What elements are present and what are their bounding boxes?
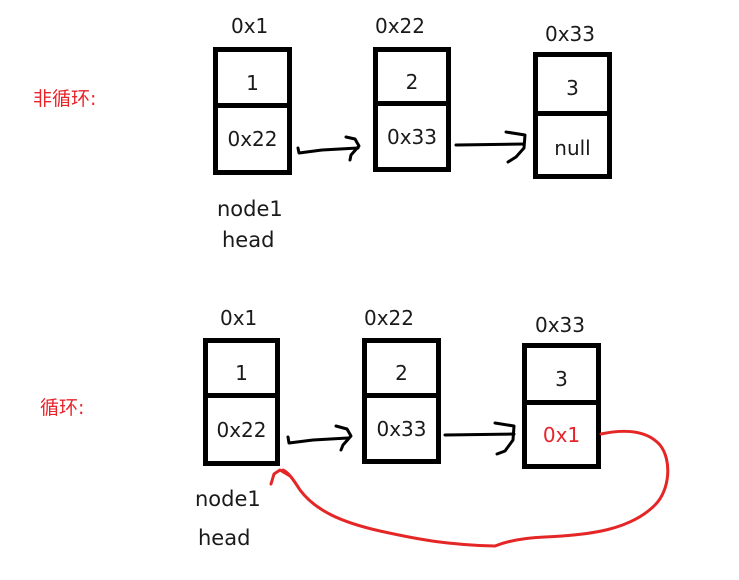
arrow-node1-to-node2 (286, 424, 353, 452)
list-node: 1 0x22 (213, 47, 292, 175)
node-value: 3 (566, 76, 579, 100)
node-value: 1 (246, 70, 259, 95)
arrow-node2-to-node3 (443, 421, 516, 456)
head-label: head (222, 228, 275, 252)
node-next-pointer: null (538, 111, 607, 174)
list-node: 2 0x33 (373, 47, 451, 172)
node-address-label: 0x33 (535, 313, 586, 337)
circular-link-arrow (269, 429, 670, 548)
arrow-node1-to-node2 (296, 135, 361, 162)
node-address-label: 0x1 (220, 306, 258, 330)
head-label: head (198, 526, 251, 550)
list-node: 1 0x22 (203, 338, 280, 466)
node-value: 3 (555, 367, 568, 391)
node-next-pointer: 0x33 (378, 101, 446, 167)
node-next-pointer: 0x22 (208, 393, 275, 461)
node1-label: node1 (217, 197, 283, 221)
node1-label: node1 (195, 487, 261, 511)
node-address-label: 0x33 (545, 22, 596, 46)
non-circular-title: 非循环: (33, 88, 97, 110)
circular-title: 循环: (40, 397, 85, 419)
node-value: 2 (405, 70, 419, 94)
list-node: 3 null (533, 52, 612, 179)
node-next-pointer: 0x22 (218, 103, 287, 170)
arrow-node2-to-node3 (454, 130, 527, 164)
node-address-label: 0x22 (375, 14, 426, 38)
node-value: 1 (235, 361, 248, 385)
node-address-label: 0x1 (231, 14, 269, 38)
node-next-pointer: 0x33 (367, 393, 436, 459)
node-value: 2 (395, 361, 408, 385)
node-next-pointer: 0x1 (527, 400, 596, 464)
list-node: 3 0x1 (522, 343, 601, 469)
node-address-label: 0x22 (364, 306, 415, 330)
list-node: 2 0x33 (362, 338, 441, 464)
